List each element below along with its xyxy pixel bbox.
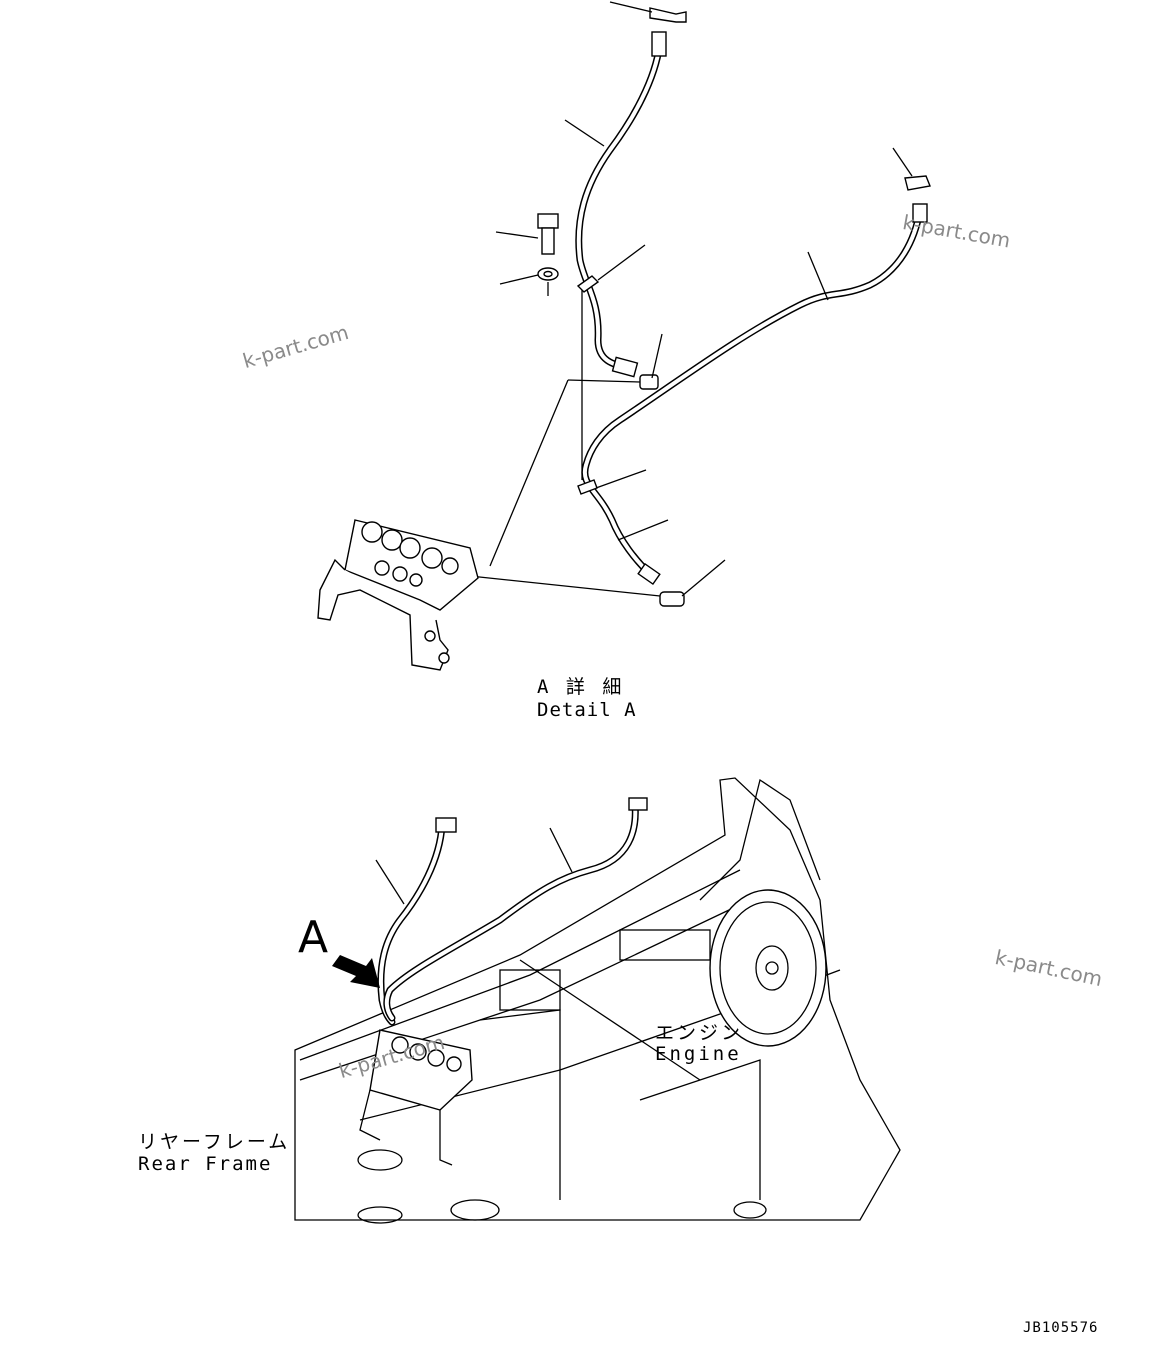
clamp-2 bbox=[577, 469, 647, 495]
leader-line bbox=[469, 575, 661, 597]
engine-label-en: Engine bbox=[655, 1043, 742, 1065]
engine-label-jp: エンジン bbox=[655, 1022, 744, 1044]
leader-line bbox=[489, 379, 569, 567]
valve-block bbox=[317, 519, 479, 671]
elbow-fitting-1 bbox=[639, 333, 663, 390]
clamp-1 bbox=[576, 244, 646, 480]
view-marker: A bbox=[298, 912, 329, 963]
rear-frame-label-jp: リヤーフレーム bbox=[138, 1131, 291, 1153]
right-fitting bbox=[892, 147, 931, 191]
top-fitting bbox=[609, 1, 687, 23]
overview-valve bbox=[359, 1029, 473, 1166]
hose-2 bbox=[581, 203, 928, 586]
engine-flywheel bbox=[699, 778, 827, 1047]
leader-line bbox=[567, 379, 641, 383]
detail-title-en: Detail A bbox=[537, 699, 637, 721]
drawing-code: JB105576 bbox=[1023, 1320, 1099, 1336]
elbow-fitting-2 bbox=[659, 559, 726, 607]
overview-hoses bbox=[375, 797, 648, 1026]
rear-frame-label-en: Rear Frame bbox=[138, 1153, 273, 1175]
view-arrow-icon bbox=[332, 955, 380, 988]
washer bbox=[499, 267, 559, 296]
hose-1 bbox=[564, 31, 667, 378]
bolt bbox=[495, 213, 559, 255]
detail-title-jp: A 詳 細 bbox=[537, 676, 625, 698]
